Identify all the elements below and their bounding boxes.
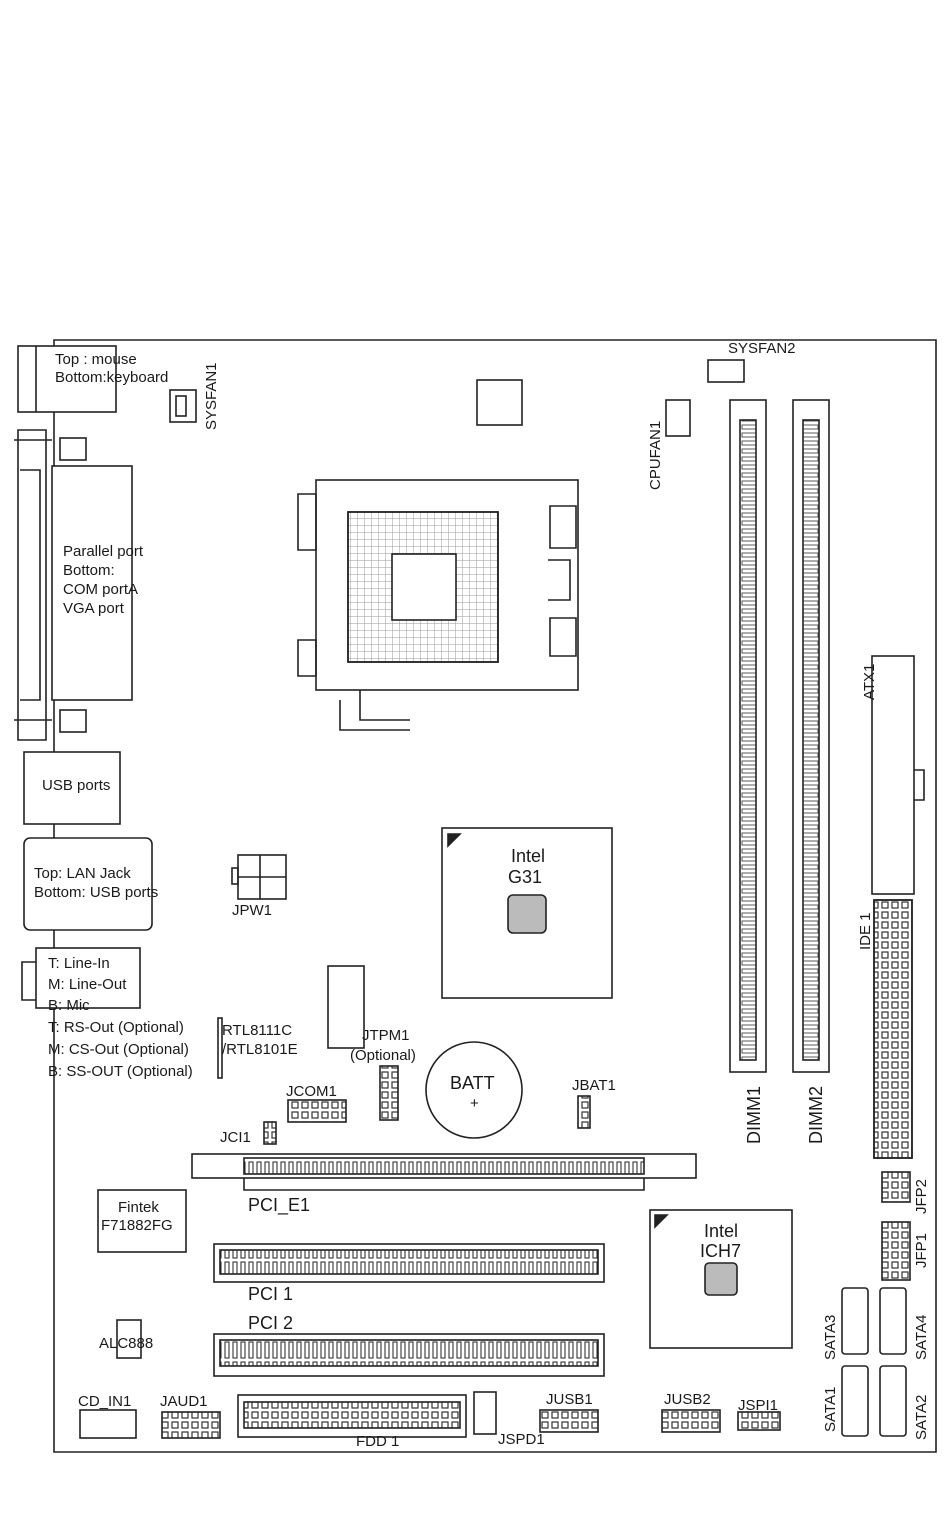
sysfan2-label: SYSFAN2 (728, 340, 796, 357)
lan-chip-label-1: RTL8111C (222, 1022, 293, 1039)
jtpm1-header (379, 1065, 399, 1121)
board-outline (53, 339, 937, 1453)
ps2-top-label: Top : mouse (55, 351, 137, 368)
fdd1-label: FDD 1 (356, 1433, 400, 1450)
pci2-slot-label: PCI 2 (248, 1313, 294, 1333)
jspi1-label: JSPI1 (738, 1397, 779, 1414)
clock-chip (476, 379, 523, 426)
pcie-slot (191, 1153, 697, 1179)
dimm2-label: DIMM2 (806, 1086, 826, 1144)
cpufan1-label: CPUFAN1 (647, 420, 664, 490)
jpw1-label: JPW1 (232, 902, 273, 919)
jspd1-connector (473, 1391, 497, 1435)
lan-chip-label-2: /RTL8101E (222, 1041, 298, 1058)
jtpm1-area (327, 965, 365, 1049)
fdd1-connector (237, 1394, 467, 1438)
audio-codec-chip (116, 1319, 142, 1359)
jfp1-label: JFP1 (913, 1232, 930, 1268)
jusb1-header (539, 1409, 599, 1433)
jbat1-header (577, 1095, 591, 1129)
sata2-connector (879, 1365, 907, 1437)
superio-chip (97, 1189, 187, 1253)
lan-jack-label: Top: LAN Jack (34, 865, 131, 882)
jusb2-label: JUSB2 (664, 1391, 711, 1408)
usb-ports-label: USB ports (42, 777, 111, 794)
sata4-connector (879, 1287, 907, 1355)
audio-jacks (35, 947, 141, 1009)
sata3-label: SATA3 (822, 1314, 839, 1360)
lan-chip (217, 1017, 223, 1079)
audio-line-in-label: T: Line-In (48, 955, 110, 972)
southbridge-label-2: ICH7 (700, 1241, 742, 1261)
audio-line-out-label: M: Line-Out (48, 976, 127, 993)
intel-ich7-chip (649, 1209, 793, 1349)
sata2-label: SATA2 (913, 1394, 930, 1440)
dimm2-slot (792, 399, 830, 1073)
ps2-bottom-label: Bottom:keyboard (55, 369, 169, 386)
sysfan1-label: SYSFAN1 (203, 362, 220, 430)
jaud1-label: JAUD1 (160, 1393, 208, 1410)
superio-label-1: Fintek (118, 1199, 159, 1216)
atx1-label: ATX1 (861, 663, 878, 700)
jusb2-header (661, 1409, 721, 1433)
ide1-label: IDE 1 (857, 912, 874, 950)
audio-cs-out-label: M: CS-Out (Optional) (48, 1041, 189, 1058)
jusb1-label: JUSB1 (546, 1391, 593, 1408)
jcom1-label: JCOM1 (286, 1083, 337, 1100)
parallel-port-label: Parallel port (63, 543, 144, 560)
sysfan2-connector (707, 359, 745, 383)
southbridge-label-1: Intel (704, 1221, 739, 1241)
jtpm1-optional-label: (Optional) (350, 1047, 416, 1064)
cd-in1-connector (79, 1409, 137, 1439)
jfp2-label: JFP2 (913, 1178, 930, 1214)
audio-rs-out-label: T: RS-Out (Optional) (48, 1019, 184, 1036)
sata1-label: SATA1 (822, 1386, 839, 1432)
jaud1-header (161, 1411, 221, 1439)
audio-codec-label: ALC888 (99, 1335, 154, 1352)
cpufan1-connector (665, 399, 691, 437)
jci1-label: JCI1 (220, 1129, 251, 1146)
battery-plus-label: + (470, 1095, 479, 1112)
sata3-connector (841, 1287, 869, 1355)
jci1-header (263, 1121, 277, 1145)
jtpm1-label: JTPM1 (362, 1027, 410, 1044)
jfp1-header (881, 1221, 911, 1281)
intel-g31-chip (441, 827, 613, 999)
sata4-label: SATA4 (913, 1314, 930, 1360)
pcie-slot-label: PCI_E1 (248, 1195, 311, 1215)
jspd1-label: JSPD1 (498, 1431, 545, 1448)
lan-usb-block (23, 837, 153, 931)
dimm1-slot (729, 399, 767, 1073)
atx1-connector (871, 655, 915, 895)
lan-bottom-usb-label: Bottom: USB ports (34, 884, 159, 901)
audio-mic-label: B: Mic (48, 997, 90, 1014)
parallel-port (51, 465, 133, 701)
vga-port-label: VGA port (63, 600, 124, 617)
superio-label-2: F71882FG (101, 1217, 173, 1234)
battery-label: BATT (450, 1073, 495, 1093)
jspi1-header (737, 1411, 781, 1431)
ide1-connector (873, 899, 913, 1159)
pci2-slot (213, 1333, 605, 1377)
cd-in1-label: CD_IN1 (78, 1393, 132, 1410)
pci1-slot-label: PCI 1 (248, 1284, 294, 1304)
jfp2-header (881, 1171, 911, 1203)
ps2-port (17, 345, 117, 413)
sysfan1-connector (169, 389, 197, 423)
northbridge-label-1: Intel (511, 846, 546, 866)
parallel-bottom-label: Bottom: (63, 562, 115, 579)
jcom1-header (287, 1099, 347, 1123)
northbridge-label-2: G31 (508, 867, 543, 887)
jbat1-label: JBAT1 (572, 1077, 616, 1094)
sata1-connector (841, 1365, 869, 1437)
usb-ports-block (23, 751, 121, 825)
dimm1-label: DIMM1 (744, 1086, 764, 1144)
audio-ss-out-label: B: SS-OUT (Optional) (48, 1063, 193, 1080)
battery (425, 1041, 523, 1139)
com-port-label: COM portA (63, 581, 139, 598)
cpu-socket (315, 479, 579, 691)
pci1-slot (213, 1243, 605, 1283)
